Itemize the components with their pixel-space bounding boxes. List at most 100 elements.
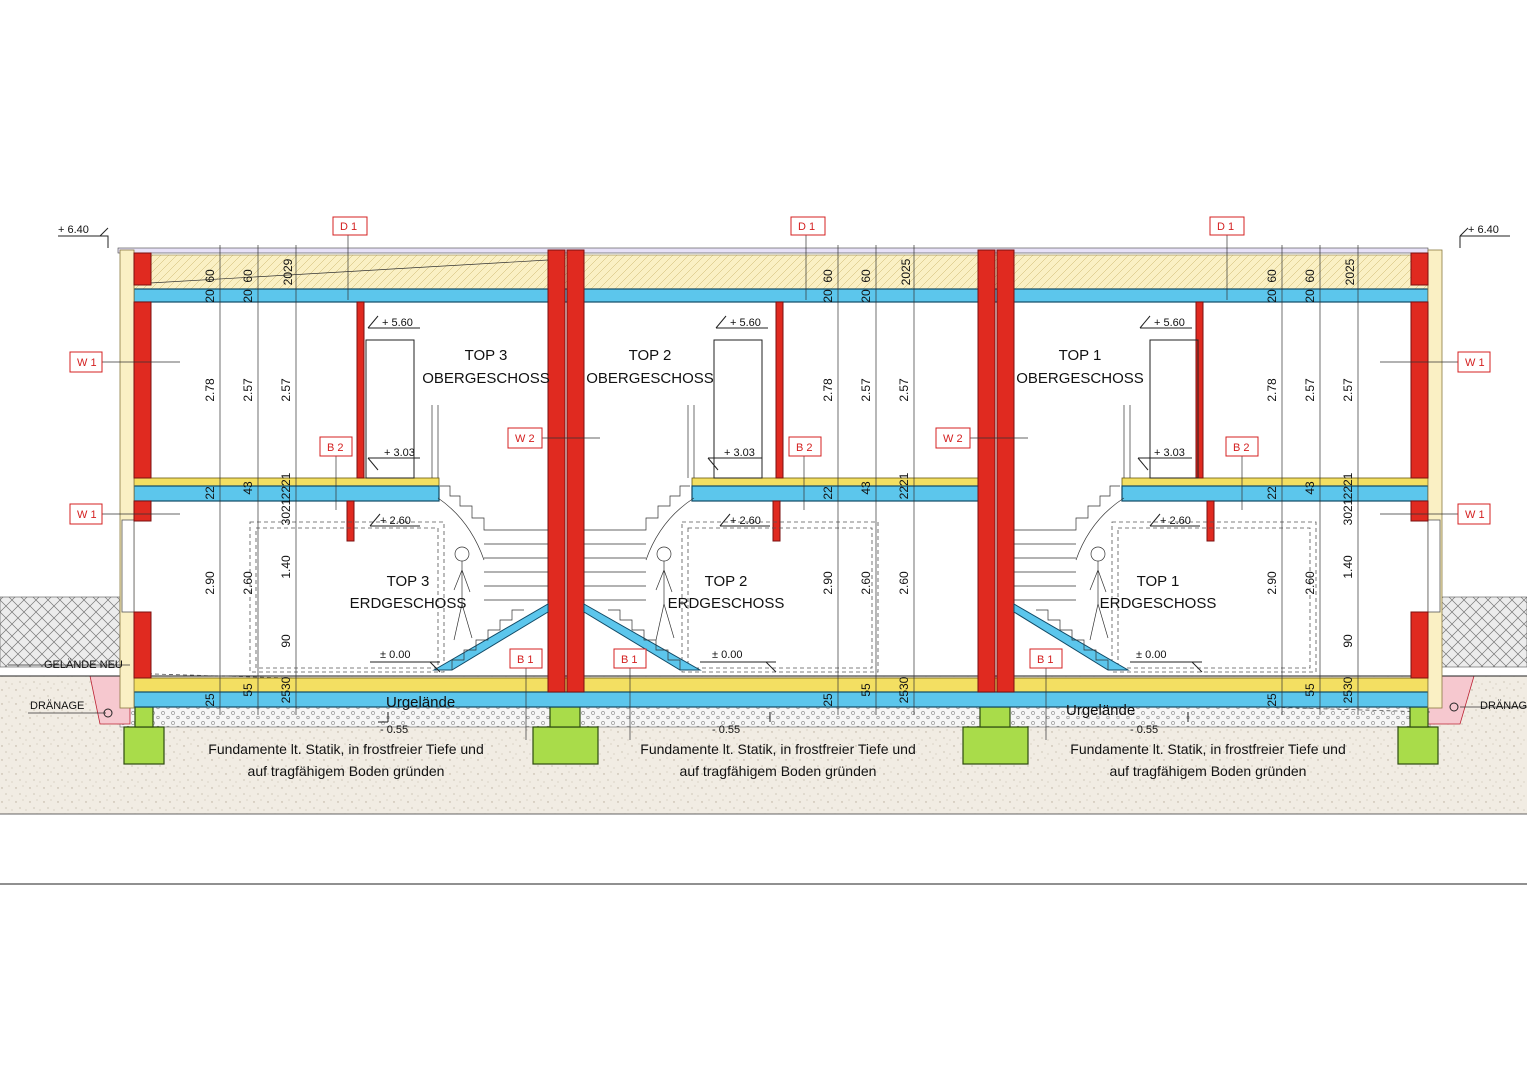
footing-neck: [134, 706, 154, 728]
dim-text: 20: [241, 289, 255, 303]
dim-text: 60: [1303, 269, 1317, 283]
dim-text: 25: [203, 693, 217, 707]
level-found-3: - 0.55: [380, 724, 408, 736]
tag-box: [509, 648, 543, 669]
foundation-note-right-1: Fundamente lt. Statik, in frostfreier Ti…: [1070, 741, 1345, 757]
level-eg-top-3: + 2.60: [380, 515, 411, 527]
parapet-right: [1410, 252, 1429, 286]
level-marker: [367, 315, 420, 329]
ext-insulation-right: [1427, 249, 1443, 709]
wall-inner-og-3: [356, 301, 365, 479]
dim-text: 22: [203, 486, 217, 500]
room-labels: TOP 3 OBERGESCHOSS TOP 2 OBERGESCHOSS TO…: [350, 347, 1217, 612]
ground-slab: [133, 691, 1429, 708]
wall-exterior-right-og: [1410, 301, 1429, 479]
wall-exterior-left-eg-lower: [133, 611, 152, 679]
stair-1-steps: [1014, 485, 1120, 670]
level-marker-roof-left: [58, 227, 109, 248]
level-og-top-2: + 5.60: [730, 317, 761, 329]
tag-b2-left: B 2: [327, 442, 344, 454]
wall-party-left-b: [566, 249, 585, 693]
footing: [1397, 726, 1439, 765]
level-roof-right: + 6.40: [1468, 224, 1499, 236]
room-top3-og-name: TOP 3: [465, 347, 508, 364]
dim-text: 2.57: [897, 378, 911, 402]
room-top2-og-name: TOP 2: [629, 347, 672, 364]
dim-text: 90: [1341, 634, 1355, 648]
dim-text: 25: [1265, 693, 1279, 707]
tag-b1-right: B 1: [1037, 654, 1054, 666]
tag-w1-og-left: W 1: [77, 357, 97, 369]
foundation-note-left-1: Fundamente lt. Statik, in frostfreier Ti…: [208, 741, 483, 757]
dimension-lines: [98, 235, 1458, 740]
foundation-note-left-2: auf tragfähigem Boden gründen: [248, 763, 445, 779]
footing: [962, 726, 1029, 765]
foundation-note-right-2: auf tragfähigem Boden gründen: [1110, 763, 1307, 779]
dim-text: 20: [1303, 289, 1317, 303]
urgelaende-label-right: Urgelände: [1066, 702, 1135, 719]
room-top1-og-floor: OBERGESCHOSS: [1016, 370, 1144, 387]
draenage-label-left: DRÄNAGE: [30, 700, 84, 712]
dim-text: 2221: [897, 472, 911, 499]
dim-text: 60: [821, 269, 835, 283]
tag-w2-left: W 2: [515, 433, 535, 445]
door-eg-1: [1111, 521, 1317, 673]
room-top1-eg-name: TOP 1: [1137, 573, 1180, 590]
wall-party-right-b: [996, 249, 1015, 693]
level-marker: [369, 513, 420, 527]
dim-text: 43: [1303, 481, 1317, 495]
room-top3-eg-name: TOP 3: [387, 573, 430, 590]
level-marker: [700, 661, 777, 673]
dim-text: 60: [859, 269, 873, 283]
tag-b1-left: B 1: [517, 654, 534, 666]
level-found-2: - 0.55: [712, 724, 740, 736]
wall-inner-eg-2: [772, 500, 781, 542]
tag-d1-left: D 1: [340, 221, 357, 233]
walls: [133, 249, 1429, 693]
level-og-top-3: + 5.60: [382, 317, 413, 329]
level-marker: [378, 712, 389, 723]
wall-inner-eg-1: [1206, 500, 1215, 542]
dim-text: 55: [859, 683, 873, 697]
dim-text: 20: [203, 289, 217, 303]
first-floor-screed-right: [1121, 477, 1429, 487]
wall-exterior-right-eg-upper: [1410, 500, 1429, 522]
roof-slope-line: [149, 259, 549, 284]
dim-text: 2.60: [897, 571, 911, 595]
tag-box: [790, 216, 826, 236]
first-floor-slab-mid: [691, 485, 995, 502]
roof-slab: [133, 288, 1429, 303]
first-floor-screed-mid: [691, 477, 995, 487]
wall-exterior-right-eg-lower: [1410, 611, 1429, 679]
level-marker: [1149, 513, 1200, 527]
stair-1-curve: [1075, 497, 1125, 561]
level-marker: [370, 661, 441, 673]
dim-text: 60: [241, 269, 255, 283]
dim-text: 1.40: [279, 555, 293, 579]
dim-text: 2025: [899, 258, 913, 285]
level-marker: [715, 315, 768, 329]
roof-insulation: [133, 254, 1429, 290]
tag-box: [1457, 351, 1491, 373]
dim-text: 2.57: [241, 378, 255, 402]
room-top2-og-floor: OBERGESCHOSS: [586, 370, 714, 387]
dim-text: 22: [1265, 486, 1279, 500]
footings: [123, 706, 1439, 765]
tag-box: [69, 351, 103, 373]
dim-text: 2029: [281, 258, 295, 285]
level-eg-top-1: + 2.60: [1160, 515, 1191, 527]
wall-exterior-left-eg-upper: [133, 500, 152, 522]
tag-box: [613, 648, 647, 669]
dim-text: 22: [821, 486, 835, 500]
level-marker: [1137, 457, 1192, 471]
foundation-notes: Fundamente lt. Statik, in frostfreier Ti…: [208, 741, 1345, 779]
room-top1-og-name: TOP 1: [1059, 347, 1102, 364]
tag-b2-right: B 2: [1233, 442, 1250, 454]
room-top3-og-floor: OBERGESCHOSS: [422, 370, 550, 387]
tag-box: [1029, 648, 1063, 669]
level-eg-top-2: + 2.60: [730, 515, 761, 527]
door-og-2: [713, 339, 763, 479]
dim-text: 1.40: [1341, 555, 1355, 579]
tag-box: [507, 427, 543, 449]
